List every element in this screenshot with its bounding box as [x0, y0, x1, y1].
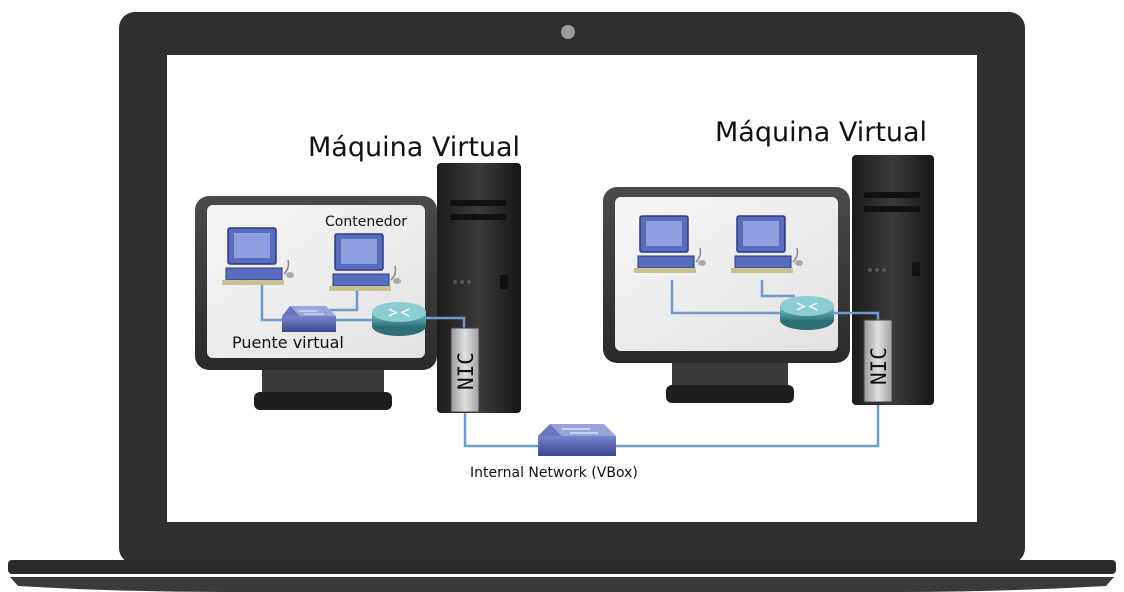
pc-icon-3: [634, 215, 706, 273]
webcam: [561, 25, 575, 39]
pc-icon-1: [222, 227, 294, 285]
vm-left-title: Máquina Virtual: [308, 132, 520, 163]
pc-icon-2: [329, 233, 401, 291]
cable-internal-switch-nic-right: [615, 400, 880, 448]
switch-icon-bridge: [282, 306, 336, 332]
router-icon-right: [780, 296, 834, 330]
nic-card-left: NIC: [450, 327, 480, 413]
internal-network-label: Internal Network (VBox): [470, 465, 638, 481]
cables-internal: [260, 280, 880, 330]
nic-card-right: NIC: [863, 319, 893, 403]
vm-right-title: Máquina Virtual: [715, 117, 927, 148]
cable-nic-left-internal-switch: [463, 410, 540, 448]
switch-icon-internal-network: [538, 424, 616, 456]
pc-icon-4: [731, 215, 803, 273]
laptop-base-lower: [10, 577, 1114, 592]
laptop-base: [8, 560, 1116, 574]
container-label: Contenedor: [325, 214, 407, 230]
router-icon-left: [372, 302, 426, 336]
nic-right-label: NIC: [867, 347, 891, 385]
nic-left-label: NIC: [454, 352, 478, 390]
laptop: [8, 12, 1116, 592]
bridge-label: Puente virtual: [232, 333, 344, 352]
